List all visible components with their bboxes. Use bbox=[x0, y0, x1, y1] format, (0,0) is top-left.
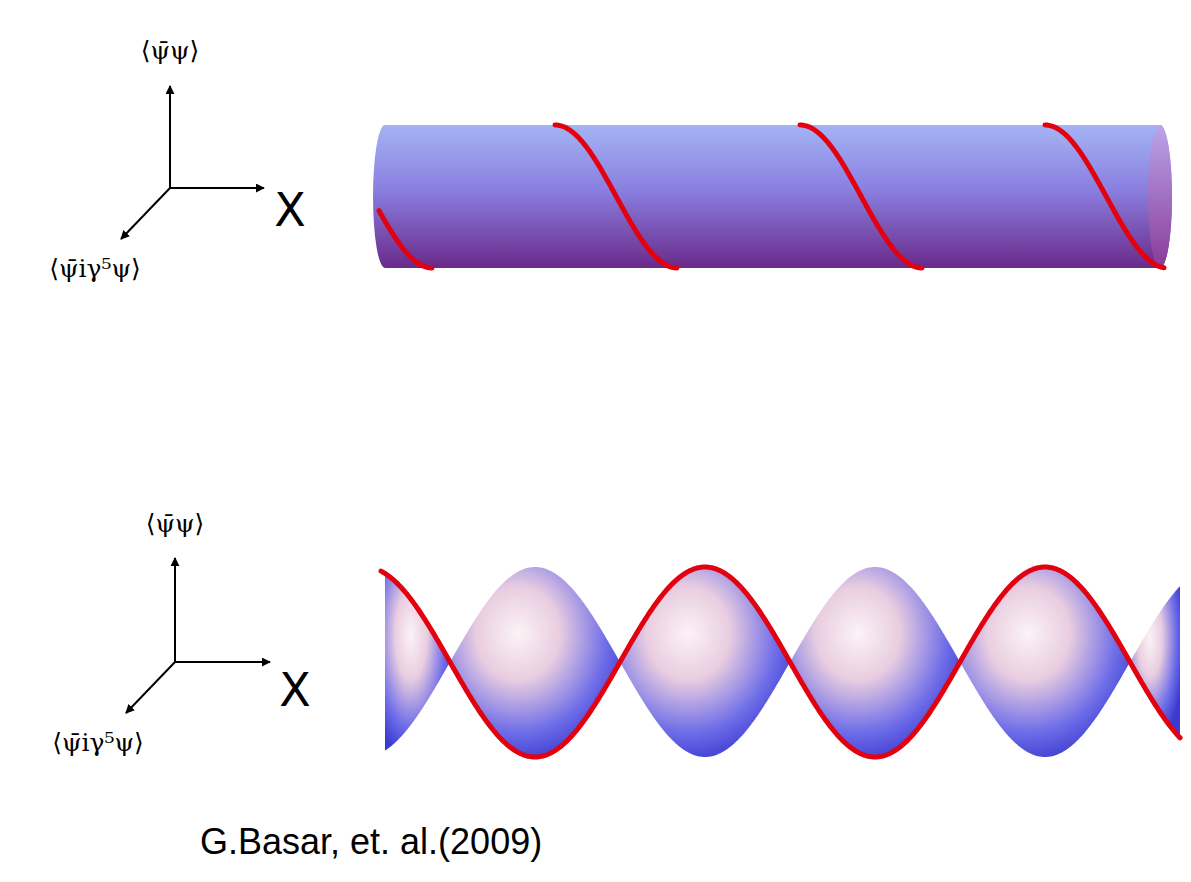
cylinder-body bbox=[373, 125, 1172, 268]
helix-curve bbox=[1045, 125, 1164, 268]
helix-curve bbox=[555, 125, 677, 268]
axis-label: ⟨ψ̄ψ⟩ bbox=[141, 36, 200, 65]
ribbon-lobe bbox=[385, 573, 450, 750]
ribbon-lobe bbox=[620, 567, 790, 757]
axis-label: ⟨ψ̄iγ⁵ψ⟩ bbox=[49, 254, 141, 283]
axis-label: X bbox=[279, 663, 311, 717]
axes-bottom bbox=[126, 558, 270, 713]
ribbon-lobe bbox=[790, 567, 960, 757]
axis-label: ⟨ψ̄iγ⁵ψ⟩ bbox=[52, 728, 144, 757]
axis-label: X bbox=[274, 183, 306, 237]
citation: G.Basar, et. al.(2009) bbox=[200, 821, 542, 863]
chiral-spiral-cylinder bbox=[373, 125, 1172, 268]
real-kink-crystal-ribbon bbox=[381, 567, 1180, 757]
helix-curve bbox=[379, 211, 432, 268]
axis-label: ⟨ψ̄ψ⟩ bbox=[146, 509, 205, 538]
ribbon-lobe bbox=[450, 567, 620, 757]
ribbon-lobe bbox=[960, 567, 1130, 757]
ribbon-lobe bbox=[1130, 586, 1180, 738]
kink-curve bbox=[381, 567, 1180, 757]
helix-curve bbox=[800, 125, 922, 268]
cylinder-end bbox=[1148, 125, 1172, 268]
axes-top bbox=[121, 86, 264, 239]
